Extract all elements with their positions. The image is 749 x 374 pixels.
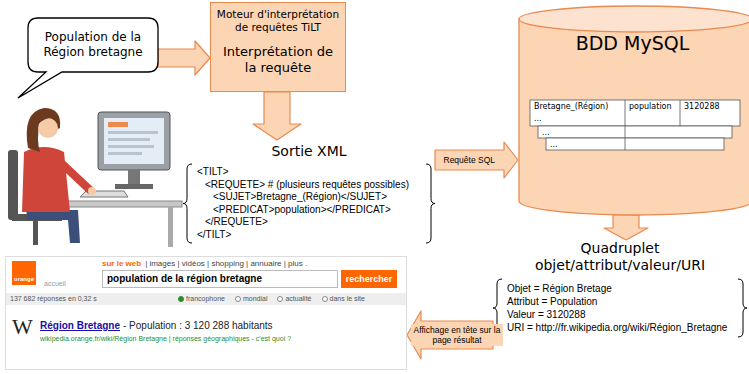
radio-button — [277, 296, 283, 302]
table-row — [530, 100, 740, 126]
node-text: </TILT> — [197, 229, 421, 242]
node-text: Quadruplet objet/attribut/valeur/URI — [520, 240, 720, 274]
bubble-outline — [18, 18, 158, 98]
monitor-stand — [128, 170, 140, 184]
node-text: URI = http://fr.wikipedia.org/wiki/Régio… — [507, 321, 733, 334]
node-text: Objet = Région Bretage — [507, 282, 733, 295]
right-brace — [426, 164, 435, 243]
node-text: wikipedia.orange.fr/wiki/Région Bretagne… — [40, 334, 291, 343]
database-cylinder: BDD MySQL Bretagne_(Région) population 3120… — [518, 5, 749, 215]
node-text: Attribut = Population — [507, 295, 733, 308]
fringe — [36, 112, 58, 124]
screen-line — [108, 138, 150, 141]
node-text: Moteur d'interprétation de requêtes TiLT — [216, 8, 340, 34]
search-screenshot: sur le web | images | vidéos | shopping |… — [5, 256, 407, 370]
legs — [26, 210, 80, 243]
desk-leg — [168, 207, 173, 247]
hand — [88, 187, 96, 195]
node-text: <SUJET>Bretagne_(Région)</SUJET> — [197, 191, 421, 204]
table-row — [538, 126, 732, 138]
node-text: <PREDICAT>population></PREDICAT> — [197, 204, 421, 217]
node-text: accueil — [44, 279, 66, 288]
table-divider — [680, 100, 681, 126]
table-cell: 3120288 — [684, 102, 720, 112]
arrow-label: Requête SQL — [442, 154, 498, 166]
node-text: population de la région bretagne — [102, 270, 338, 288]
node-text: rechercher — [341, 270, 397, 288]
block-arrow — [253, 92, 301, 140]
text-body: <TILT><REQUETE> # (plusieurs requêtes po… — [183, 163, 435, 244]
node-text: <TILT> — [197, 166, 421, 179]
quadruplet-block: Quadruplet objet/attribut/valeur/URI Obje… — [493, 240, 747, 370]
right-brace — [738, 279, 747, 337]
radio-button — [235, 296, 241, 302]
cylinder-top — [519, 6, 749, 32]
node-text: | images | vidéos | shopping | annuaire … — [145, 259, 307, 268]
monitor-frame — [98, 112, 170, 170]
node-text: mondial — [243, 295, 268, 302]
node-text: </REQUETE> — [197, 216, 421, 229]
node-text: Valeur = 3120288 — [507, 308, 733, 321]
node-text: francophone — [186, 295, 225, 302]
torso — [22, 147, 70, 212]
node-text: <REQUETE> # (plusieurs requêtes possible… — [197, 179, 421, 192]
woman — [22, 108, 96, 243]
cylinder-body — [519, 19, 749, 215]
table-cell: Bretagne_(Région) — [534, 102, 608, 112]
arm — [58, 160, 90, 190]
table-divider — [625, 100, 626, 126]
node-text: Interprétation de la requête — [216, 44, 340, 76]
table-cell: ... — [534, 114, 542, 124]
chair-leg — [33, 221, 38, 245]
block-arrow — [435, 142, 518, 178]
left-brace — [183, 164, 192, 243]
speech-bubble: Population de la Région bretagne — [28, 18, 158, 72]
text-body: Objet = Région BretageAttribut = Populat… — [493, 278, 747, 338]
node-text: sur le web — [102, 259, 141, 268]
hair — [27, 108, 60, 152]
text-row: sur le web | images | vidéos | shopping |… — [102, 259, 307, 269]
radio-button — [178, 296, 184, 302]
xml-output: Sortie XML <TILT><REQUETE> # (plusieurs r… — [183, 140, 435, 244]
text-row: Région Bretagne- Population : 3 120 288 … — [40, 319, 273, 332]
node-text: 137 682 réponses en 0,32 s — [10, 294, 97, 304]
node-text: Sortie XML — [183, 143, 435, 160]
table-row — [546, 138, 724, 150]
node-text: actualité — [285, 295, 311, 302]
screen-line — [108, 152, 142, 155]
chair-back — [8, 150, 18, 220]
node-text: BDD MySQL — [518, 32, 747, 54]
table-cell: ... — [550, 140, 558, 150]
text-row: francophone mondial actualité dans le site — [178, 294, 365, 304]
table-cell: ... — [542, 128, 550, 138]
desk — [66, 201, 182, 247]
node-text: W — [12, 315, 33, 339]
table-divider — [625, 126, 626, 150]
radio-button — [322, 296, 328, 302]
monitor — [98, 112, 170, 189]
desk-top — [66, 201, 182, 207]
engine-box: Moteur d'interprétation de requêtes TiLT… — [210, 2, 346, 92]
screen-logo — [108, 122, 128, 127]
table-cell: population — [629, 102, 672, 112]
block-arrow — [158, 41, 210, 75]
monitor-base — [115, 184, 153, 189]
node-text: Région Bretagne — [40, 320, 120, 331]
node-text: dans le site — [330, 295, 365, 302]
node-text: Population de la Région bretagne — [36, 30, 150, 60]
arrow-label: Affichage en tête sur la page résultat — [411, 324, 503, 346]
node-text: - Population : 3 120 288 habitants — [123, 320, 273, 331]
screen-line — [108, 131, 158, 134]
screen-line — [108, 145, 154, 148]
monitor-screen — [104, 118, 164, 164]
block-arrow — [604, 215, 648, 240]
node-text: orange — [12, 261, 36, 285]
